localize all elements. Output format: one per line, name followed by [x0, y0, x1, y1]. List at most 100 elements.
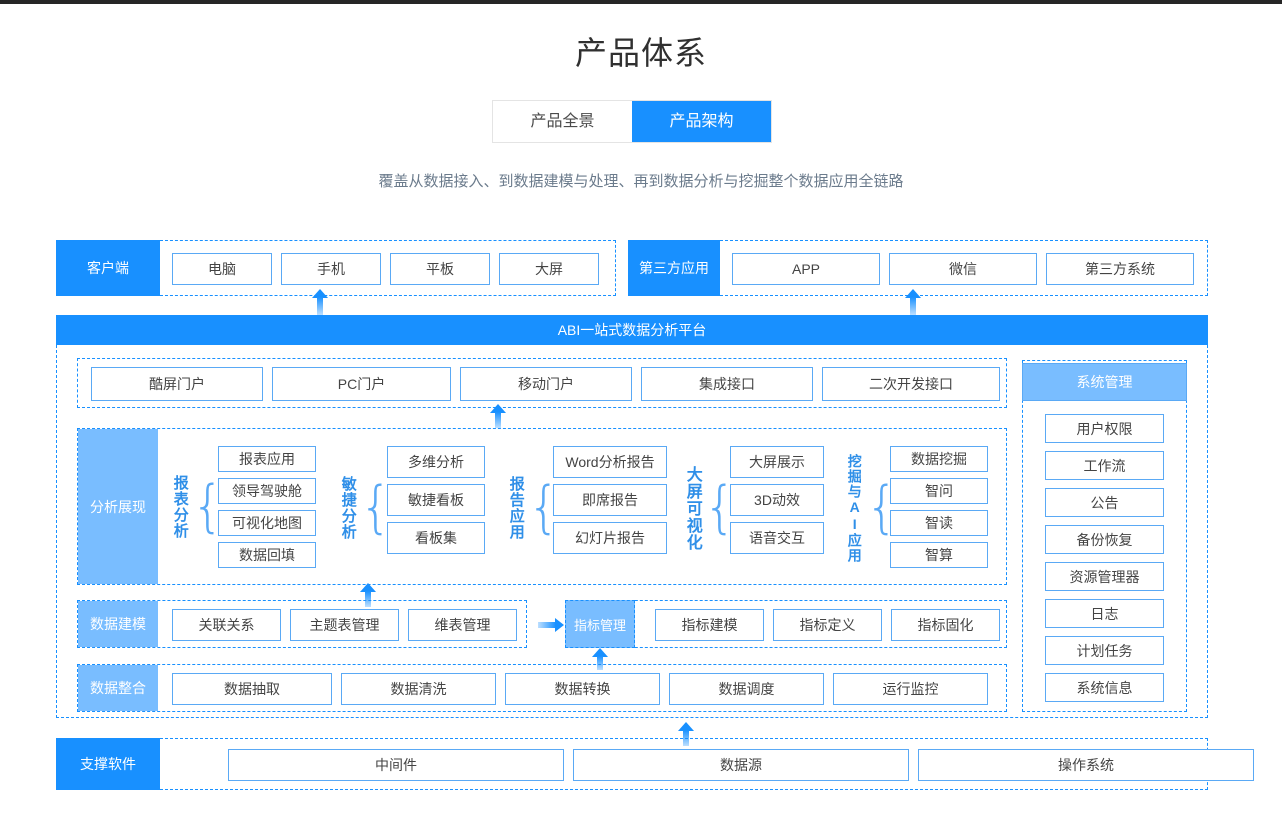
analysis-item-zhisuan[interactable]: 智算 [890, 542, 988, 568]
sys-item-scheduled-task[interactable]: 计划任务 [1045, 636, 1164, 665]
brace-icon: { [359, 475, 392, 541]
analysis-item-data-mining[interactable]: 数据挖掘 [890, 446, 988, 472]
analysis-item-zhiwen[interactable]: 智问 [890, 478, 988, 504]
analysis-group-items-agile-analysis: 多维分析 敏捷看板 看板集 [387, 446, 485, 554]
analysis-item-leader-cockpit[interactable]: 领导驾驶舱 [218, 478, 316, 504]
modeling-right-items: 指标建模 指标定义 指标固化 [655, 609, 1000, 641]
analysis-item-word-report[interactable]: Word分析报告 [553, 446, 667, 478]
client-item-tablet[interactable]: 平板 [390, 253, 490, 285]
portal-item-coolscreen[interactable]: 酷屏门户 [91, 367, 263, 401]
modeling-item-relation[interactable]: 关联关系 [172, 609, 281, 641]
system-management-frame [1022, 360, 1187, 712]
analysis-group-items-mining-ai: 数据挖掘 智问 智读 智算 [890, 446, 988, 568]
integration-item-clean[interactable]: 数据清洗 [341, 673, 496, 705]
integration-item-monitor[interactable]: 运行监控 [833, 673, 988, 705]
third-party-item-app[interactable]: APP [732, 253, 880, 285]
client-items-frame: 电脑 手机 平板 大屏 [160, 240, 616, 296]
analysis-group-items-bigscreen-viz: 大屏展示 3D动效 语音交互 [730, 446, 824, 554]
client-item-pc[interactable]: 电脑 [172, 253, 272, 285]
integration-section-label: 数据整合 [78, 665, 158, 711]
arrow-integration-up [592, 648, 608, 670]
platform-frame [56, 315, 1208, 718]
sys-item-backup-restore[interactable]: 备份恢复 [1045, 525, 1164, 554]
client-section: 客户端 电脑 手机 平板 大屏 [56, 240, 616, 296]
system-management-title: 系统管理 [1022, 363, 1187, 401]
analysis-item-slide-report[interactable]: 幻灯片报告 [553, 522, 667, 554]
sys-item-system-info[interactable]: 系统信息 [1045, 673, 1164, 702]
integration-section-frame [77, 664, 1007, 712]
analysis-item-voice-interaction[interactable]: 语音交互 [730, 522, 824, 554]
modeling-left-frame [77, 600, 527, 648]
analysis-group-agile-analysis: 敏捷分析 { [340, 460, 393, 556]
analysis-item-3d-effects[interactable]: 3D动效 [730, 484, 824, 516]
analysis-section-frame [77, 428, 1007, 585]
page-subtitle: 覆盖从数据接入、到数据建模与处理、再到数据分析与挖掘整个数据应用全链路 [378, 173, 904, 190]
integration-item-extract[interactable]: 数据抽取 [172, 673, 332, 705]
analysis-item-visual-map[interactable]: 可视化地图 [218, 510, 316, 536]
portal-item-pc[interactable]: PC门户 [272, 367, 451, 401]
third-party-section-label: 第三方应用 [628, 240, 720, 296]
analysis-item-bigscreen-display[interactable]: 大屏展示 [730, 446, 824, 478]
third-party-item-wechat[interactable]: 微信 [889, 253, 1037, 285]
sys-item-workflow[interactable]: 工作流 [1045, 451, 1164, 480]
platform-bar-label: ABI一站式数据分析平台 [557, 322, 707, 338]
analysis-group-label-mining-ai: 挖掘与AI应用 [846, 453, 863, 563]
support-item-datasource[interactable]: 数据源 [573, 749, 909, 781]
portal-item-dev-api[interactable]: 二次开发接口 [822, 367, 1000, 401]
support-item-middleware[interactable]: 中间件 [228, 749, 564, 781]
analysis-group-label-report-analysis: 报表分析 [171, 475, 189, 539]
metric-management-box[interactable]: 指标管理 [565, 600, 635, 648]
third-party-items-frame: APP 微信 第三方系统 [720, 240, 1208, 296]
arrow-third-party-up [905, 289, 921, 315]
metric-management-label: 指标管理 [573, 617, 626, 633]
integration-items: 数据抽取 数据清洗 数据转换 数据调度 运行监控 [172, 673, 988, 705]
arrow-to-metric-management [538, 618, 564, 632]
analysis-item-adhoc-report[interactable]: 即席报告 [553, 484, 667, 516]
integration-item-transform[interactable]: 数据转换 [505, 673, 660, 705]
analysis-item-report-app[interactable]: 报表应用 [218, 446, 316, 472]
portal-item-mobile[interactable]: 移动门户 [460, 367, 632, 401]
analysis-item-data-backfill[interactable]: 数据回填 [218, 542, 316, 568]
modeling-item-subject-table[interactable]: 主题表管理 [290, 609, 399, 641]
analysis-section-label: 分析展现 [78, 429, 158, 584]
modeling-item-metric-modeling[interactable]: 指标建模 [655, 609, 764, 641]
system-management-title-label: 系统管理 [1076, 374, 1133, 390]
support-item-os[interactable]: 操作系统 [918, 749, 1254, 781]
support-section: 支撑软件 中间件 数据源 操作系统 [56, 738, 1254, 790]
arrow-client-up [312, 289, 328, 315]
integration-item-schedule[interactable]: 数据调度 [669, 673, 824, 705]
page-title: 产品体系 [574, 35, 707, 71]
tab-product-overview[interactable]: 产品全景 [493, 101, 632, 142]
analysis-group-label-report-app: 报告应用 [507, 476, 525, 540]
support-section-label: 支撑软件 [56, 738, 160, 790]
analysis-group-label-agile-analysis: 敏捷分析 [339, 476, 357, 540]
analysis-item-agile-dashboard[interactable]: 敏捷看板 [387, 484, 485, 516]
analysis-item-multidim[interactable]: 多维分析 [387, 446, 485, 478]
system-management-items: 用户权限 工作流 公告 备份恢复 资源管理器 日志 计划任务 系统信息 [1045, 414, 1164, 702]
sys-item-user-permission[interactable]: 用户权限 [1045, 414, 1164, 443]
tab-group: 产品全景 产品架构 [492, 100, 772, 143]
analysis-group-items-report-analysis: 报表应用 领导驾驶舱 可视化地图 数据回填 [218, 446, 316, 568]
arrow-portal-up [490, 404, 506, 428]
modeling-section-label: 数据建模 [78, 601, 158, 647]
tab-product-architecture[interactable]: 产品架构 [632, 101, 771, 142]
client-item-bigscreen[interactable]: 大屏 [499, 253, 599, 285]
analysis-group-label-bigscreen-viz: 大屏可视化 [683, 465, 701, 551]
portal-item-integration-api[interactable]: 集成接口 [641, 367, 813, 401]
analysis-group-items-report-app: Word分析报告 即席报告 幻灯片报告 [553, 446, 667, 554]
sys-item-log[interactable]: 日志 [1045, 599, 1164, 628]
modeling-item-dim-table[interactable]: 维表管理 [408, 609, 517, 641]
portal-row-frame: 酷屏门户 PC门户 移动门户 集成接口 二次开发接口 [77, 358, 1007, 408]
third-party-item-system[interactable]: 第三方系统 [1046, 253, 1194, 285]
platform-bar: ABI一站式数据分析平台 [56, 315, 1208, 345]
sys-item-announcement[interactable]: 公告 [1045, 488, 1164, 517]
modeling-left-items: 关联关系 主题表管理 维表管理 [172, 609, 517, 641]
modeling-item-metric-definition[interactable]: 指标定义 [773, 609, 882, 641]
client-item-phone[interactable]: 手机 [281, 253, 381, 285]
sys-item-resource-manager[interactable]: 资源管理器 [1045, 562, 1164, 591]
support-items-frame: 中间件 数据源 操作系统 [160, 738, 1254, 790]
analysis-item-dashboard-set[interactable]: 看板集 [387, 522, 485, 554]
client-section-label: 客户端 [56, 240, 160, 296]
analysis-item-zhidu[interactable]: 智读 [890, 510, 988, 536]
modeling-item-metric-solidify[interactable]: 指标固化 [891, 609, 1000, 641]
